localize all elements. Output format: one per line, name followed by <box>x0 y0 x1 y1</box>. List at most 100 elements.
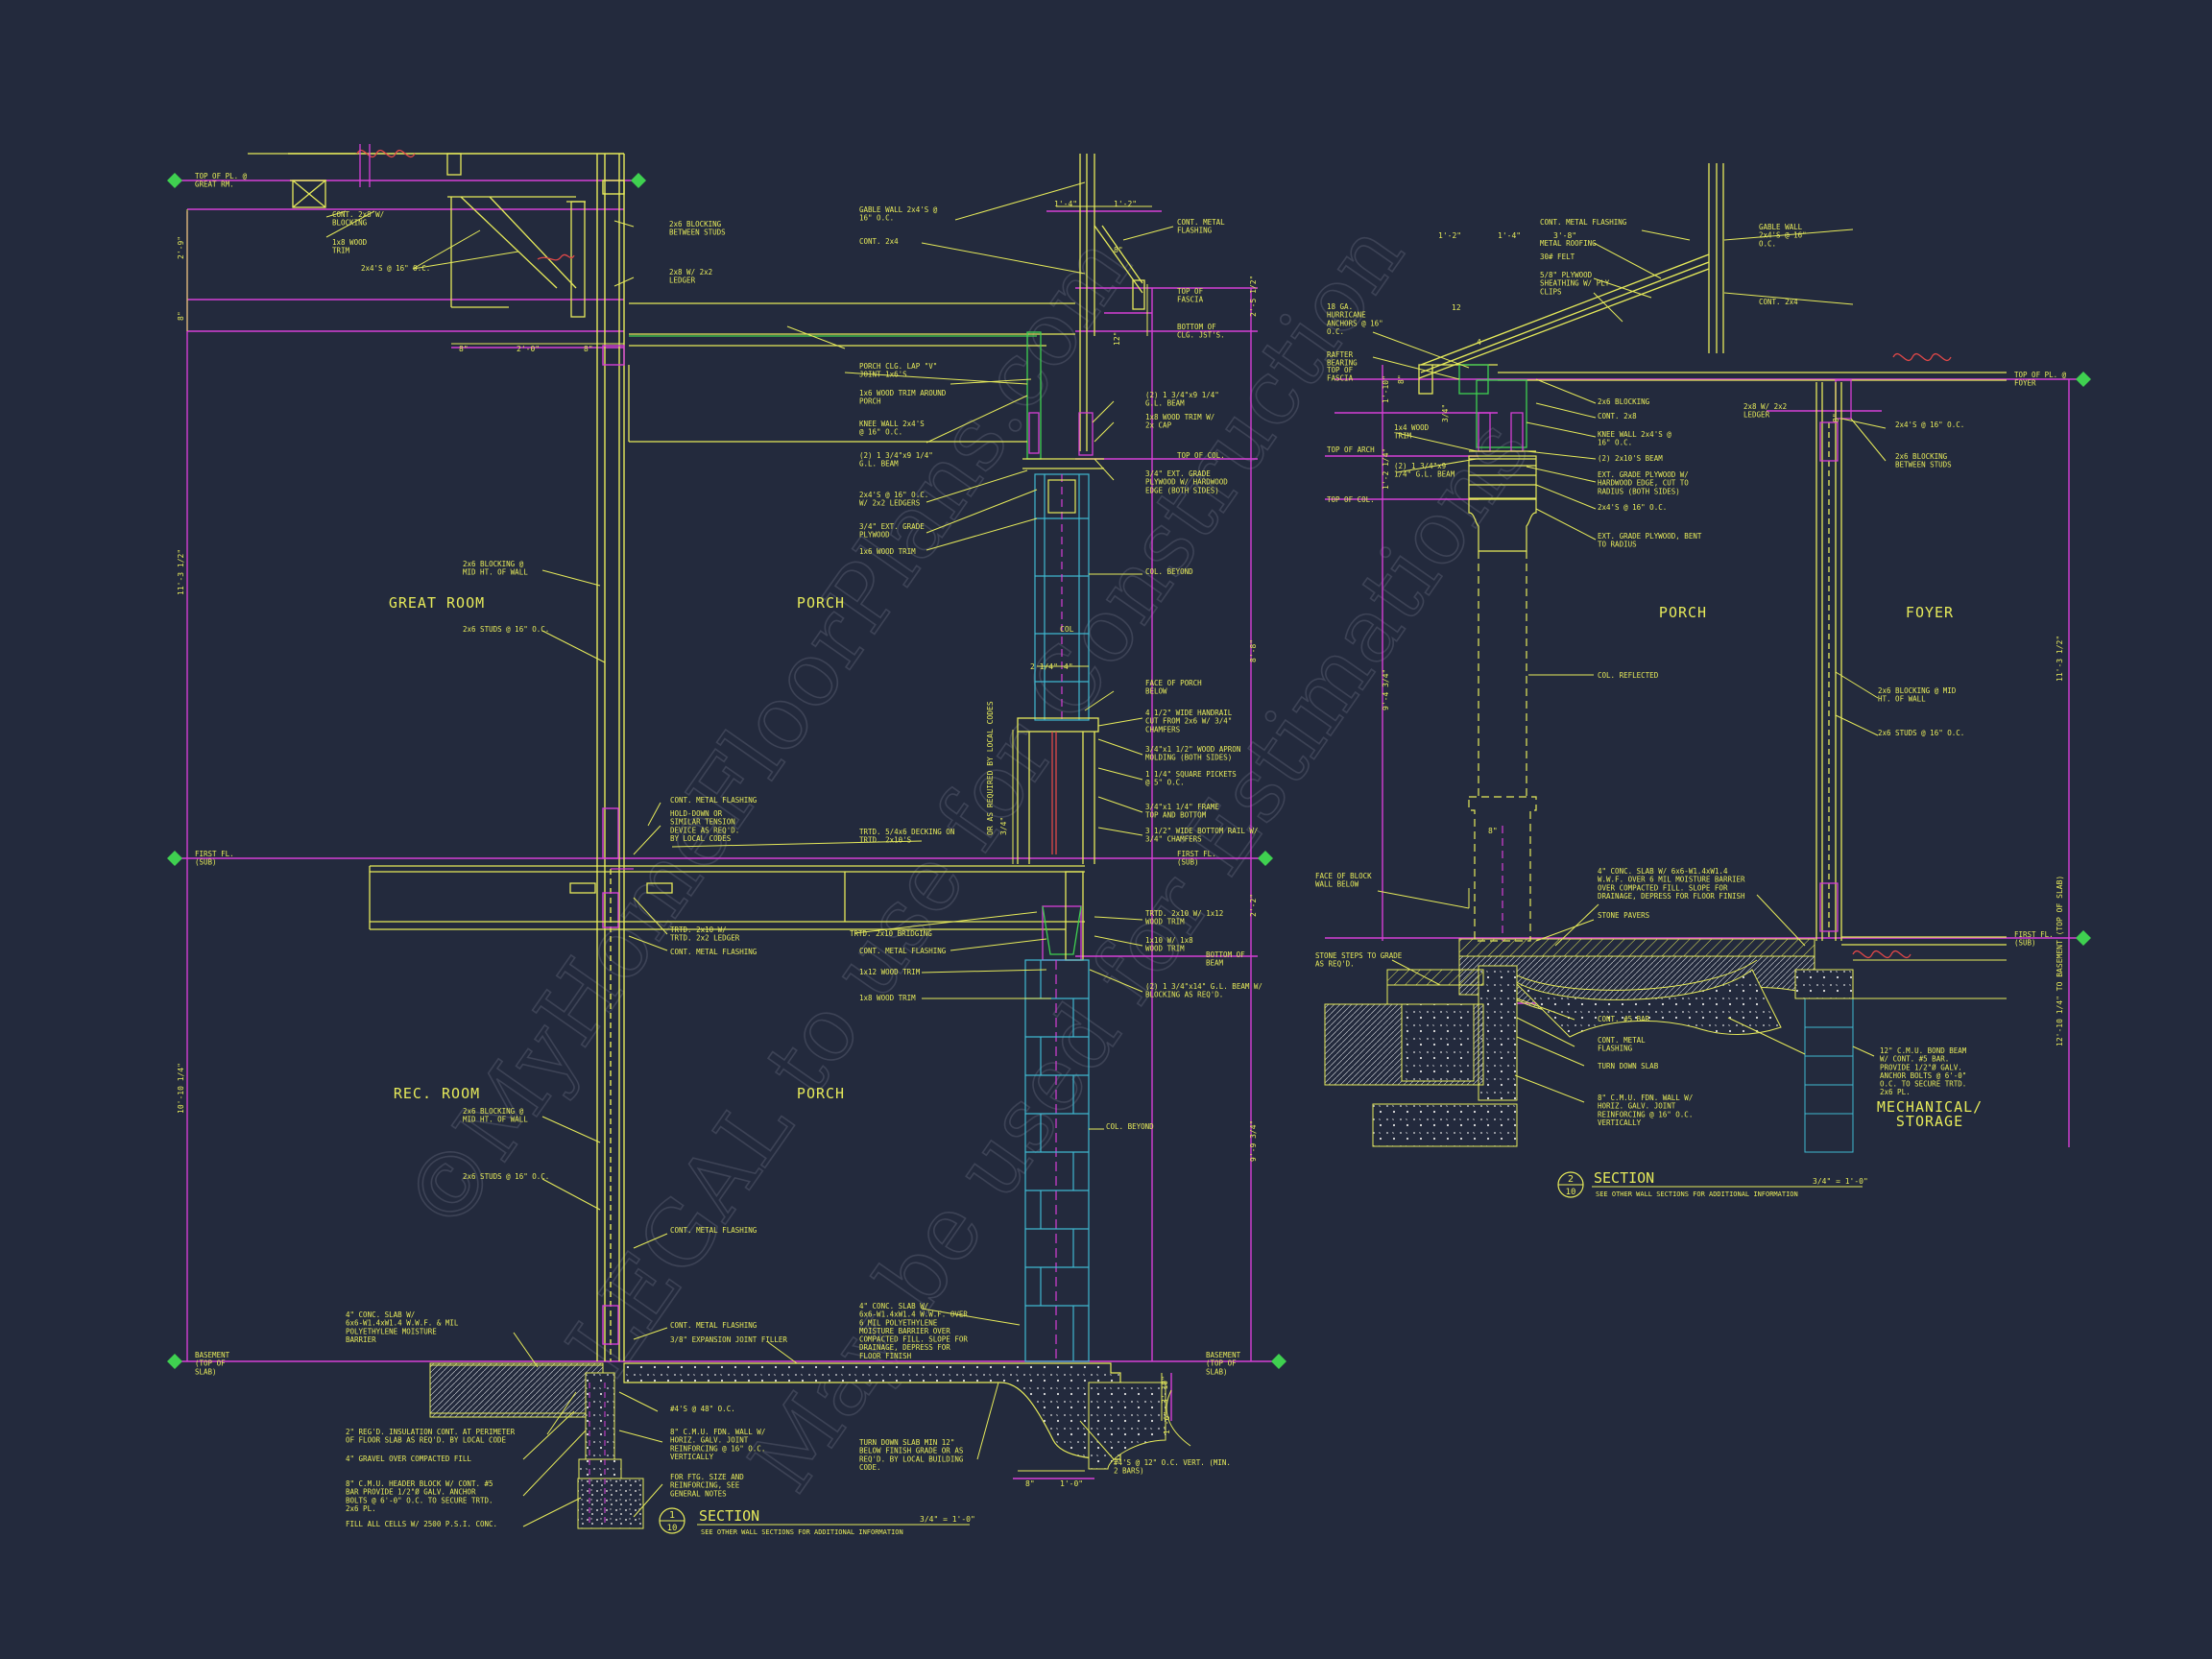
dimension-label: 8" <box>177 311 185 321</box>
dimension-label: 1'-2" <box>1438 231 1461 240</box>
level-label: TOP OF PL. @GREAT RM. <box>195 172 248 189</box>
dimension-label: 8" <box>1114 246 1123 254</box>
annotation-label: COL. BEYOND <box>1145 567 1193 576</box>
annotation-label: CONT. METAL FLASHING <box>1540 218 1627 227</box>
annotation-label: (2) 2x10'S BEAM <box>1598 454 1663 463</box>
title-2-sheet: 10 <box>1566 1188 1576 1197</box>
dimension-label: 3'-8" <box>1553 231 1576 240</box>
dimension-label: 3'-10" <box>1161 1376 1169 1404</box>
leaders-1 <box>325 181 1086 1527</box>
dimension-label: 8" <box>1397 374 1406 384</box>
level-label: FIRST FL.(SUB) <box>195 850 234 867</box>
dimension-label: 3/4" <box>999 817 1008 835</box>
annotation-label: 1x8 WOOD TRIM <box>859 994 916 1002</box>
dimension-label: 8" <box>584 345 593 353</box>
level-lines <box>175 180 1282 1479</box>
annotation-label: 2x6 BLOCKING @MID HT. OF WALL <box>463 560 528 577</box>
annotation-label: 2x6 STUDS @ 16" O.C. <box>463 625 549 634</box>
level-lines-2 <box>1325 365 2083 1147</box>
dimension-label: 1'-4" <box>1498 231 1521 240</box>
annotation-label: COL. BEYOND <box>1106 1122 1154 1131</box>
roof-2 <box>1418 163 2007 959</box>
annotation-label: (2) 1 3/4"x9 1/4"G.L. BEAM <box>1145 391 1219 408</box>
annotation-label: #4'S @ 12" O.C. VERT. (MIN.2 BARS) <box>1114 1458 1231 1476</box>
annotation-label: TOP OF COL. <box>1177 451 1225 460</box>
annotation-label: 30# FELT <box>1540 252 1575 261</box>
dimension-label: 12 <box>1452 303 1461 312</box>
annotation-label: EXT. GRADE PLYWOOD W/HARDWOOD EDGE, CUT … <box>1598 470 1689 495</box>
annotation-label: STONE PAVERS <box>1598 911 1650 920</box>
annotation-label: 2x4'S @ 16" O.C. <box>1598 503 1667 512</box>
annotation-label: CONT. METAL FLASHING <box>670 948 757 956</box>
porch-column-upper <box>1034 473 1090 721</box>
porch-railing <box>1017 717 1099 864</box>
foundation-1 <box>429 1362 1191 1529</box>
annotation-label: 3/8" EXPANSION JOINT FILLER <box>670 1335 787 1344</box>
annotation-label: TRTD. 2x10 BRIDGING <box>850 929 932 938</box>
title-1-note: SEE OTHER WALL SECTIONS FOR ADDITIONAL I… <box>701 1528 903 1536</box>
exterior-wall <box>288 153 625 1361</box>
title-1-number: 1 <box>669 1510 675 1521</box>
annotation-label: 2x6 BLOCKING <box>1598 397 1650 406</box>
title-1-scale: 3/4" = 1'-0" <box>920 1515 975 1524</box>
room-label: FOYER <box>1906 604 1954 621</box>
dimension-label: 8" <box>1832 413 1840 422</box>
annotation-label: TURN DOWN SLAB <box>1598 1062 1659 1070</box>
dimension-label: 4" <box>1064 662 1073 671</box>
foundation-2 <box>1324 938 2007 1153</box>
dimension-label: OR AS REQUIRED BY LOCAL CODES <box>986 701 995 835</box>
annotation-label: 1x12 WOOD TRIM <box>859 968 921 976</box>
annotation-label: CONT. 2x8 W/BLOCKING <box>332 210 384 228</box>
column-2 <box>1468 455 1537 942</box>
title-2-note: SEE OTHER WALL SECTIONS FOR ADDITIONAL I… <box>1596 1190 1798 1198</box>
room-label: GREAT ROOM <box>389 594 485 612</box>
annotation-label: TOP OF ARCH <box>1327 445 1375 454</box>
annotation-label: FILL ALL CELLS W/ 2500 P.S.I. CONC. <box>346 1520 497 1528</box>
annotation-label: 2x4'S @ 16" O.C. <box>361 264 430 273</box>
annotation-label: KNEE WALL 2x4'S @16" O.C. <box>1598 430 1671 447</box>
annotation-label: 3 1/2" WIDE BOTTOM RAIL W/3/4" CHAMFERS <box>1145 827 1258 844</box>
level-markers <box>167 173 1286 1369</box>
dimension-label: 11'-3 1/2" <box>177 549 185 595</box>
title-1-sheet: 10 <box>667 1524 678 1533</box>
dimension-label: 12'-10 1/4" TO BASEMENT (TOP OF SLAB) <box>2056 876 2064 1046</box>
annotation-label: 1x8 WOOD TRIM W/2x CAP <box>1145 413 1214 430</box>
dimension-label: 8" <box>1025 1479 1035 1488</box>
annotation-label: CONT. METAL FLASHING <box>670 1226 757 1235</box>
dimension-label: 1'-6" <box>1163 1411 1171 1434</box>
annotation-label: 4" CONC. SLAB W/6x6-W1.4xW1.4 W.W.F. OVE… <box>859 1302 968 1360</box>
room-label: MECHANICAL/STORAGE <box>1877 1098 1983 1130</box>
annotation-label: TURN DOWN SLAB MIN 12"BELOW FINISH GRADE… <box>859 1438 964 1472</box>
dimension-label: 9'-4 3/4" <box>1382 669 1390 710</box>
dimension-label: 2'-0" <box>517 345 540 353</box>
annotation-label: CONT. METAL FLASHING <box>670 1321 757 1330</box>
title-block-1: 1 10 SECTION 3/4" = 1'-0" SEE OTHER WALL… <box>659 1507 975 1536</box>
dimension-label: 3/4" <box>1441 404 1450 422</box>
level-label: FIRST FL.(SUB) <box>2014 930 2054 948</box>
room-label: PORCH <box>797 594 845 612</box>
annotation-label: GABLE WALL 2x4'S @16" O.C. <box>859 205 938 223</box>
